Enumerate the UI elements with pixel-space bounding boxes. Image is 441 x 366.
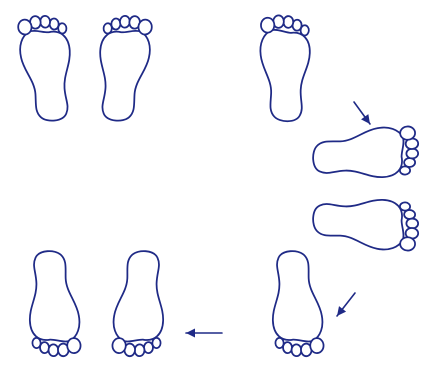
- footprint-toe: [48, 344, 58, 356]
- footprint-toe: [400, 237, 415, 251]
- footprint-top-left-2: [95, 14, 152, 123]
- footprint-toe: [406, 218, 418, 228]
- footprint-toe: [67, 338, 81, 353]
- footprint-sole: [19, 28, 75, 122]
- footprint-bottom-left-1: [27, 250, 80, 357]
- footprint-toe: [134, 344, 144, 356]
- footprints-layer: [18, 14, 420, 357]
- arrow-3: [186, 329, 222, 338]
- footprint-toe: [111, 18, 121, 30]
- footprint-sole: [312, 127, 405, 180]
- footprint-toe: [261, 17, 275, 32]
- footprint-bottom-left-2: [112, 250, 165, 357]
- footprint-toe: [49, 18, 59, 30]
- footprint-sole: [258, 29, 311, 122]
- footprint-toe: [138, 19, 152, 35]
- footprint-toe: [400, 126, 415, 140]
- footprint-top-left-1: [18, 14, 75, 123]
- footprint-toe: [112, 338, 126, 353]
- footprint-sole: [113, 250, 166, 343]
- footprint-top-right: [258, 15, 311, 122]
- footprint-right-upper: [312, 126, 419, 179]
- footprint-sole: [312, 197, 405, 250]
- footprint-toe: [406, 148, 418, 158]
- footprint-toe: [291, 344, 301, 356]
- footprint-bottom-right: [270, 250, 323, 357]
- footprint-sole: [95, 28, 151, 122]
- footprint-toe: [310, 338, 324, 353]
- footprint-right-lower: [312, 197, 419, 250]
- footprint-toe: [283, 16, 293, 28]
- footprint-sole: [27, 250, 80, 343]
- footprint-toe: [18, 19, 32, 35]
- arrow-head: [361, 114, 370, 124]
- footprint-sole: [270, 250, 323, 343]
- arrow-head: [337, 306, 346, 316]
- arrow-2: [337, 293, 355, 316]
- arrow-1: [354, 102, 370, 124]
- arrow-head: [186, 329, 195, 338]
